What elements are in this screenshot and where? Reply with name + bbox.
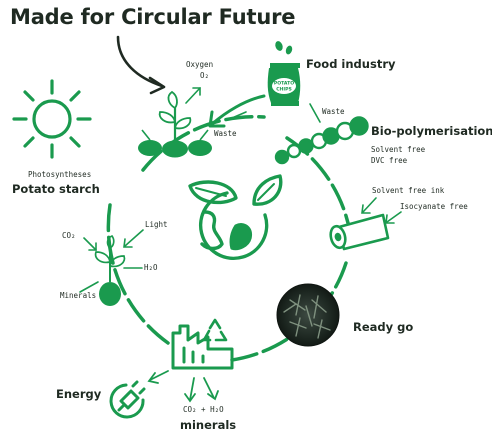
oxygen-label: Oxygen <box>186 60 214 69</box>
waste-arrow-down <box>309 103 321 123</box>
seed-sprout-icon <box>94 234 126 306</box>
recycle-icon <box>202 318 228 342</box>
bio-polymerisation-label: Bio-polymerisation <box>371 124 492 138</box>
h2o-label: H₂O <box>144 263 158 272</box>
oxygen-arrow <box>185 87 201 104</box>
food-industry-label: Food industry <box>306 57 396 71</box>
factory-icon <box>171 324 234 370</box>
plant-icon <box>138 90 212 158</box>
potato-starch-label: Potato starch <box>12 182 100 196</box>
left-plant-arrows <box>79 229 144 293</box>
waste-label-right: Waste <box>322 107 345 116</box>
ready-go-label: Ready go <box>353 320 414 334</box>
microscope-photo <box>276 283 340 347</box>
chips-line2: CHIPS <box>276 87 292 93</box>
waste-label-top: Waste <box>214 129 237 138</box>
polymer-chain-icon <box>274 116 369 165</box>
isocyanate-free-label: Isocyanate free <box>400 202 468 211</box>
factory-arrows <box>147 370 219 403</box>
light-label: Light <box>145 220 168 229</box>
o2-label: O₂ <box>200 71 210 80</box>
chips-line1: POTATO <box>274 81 294 87</box>
waste-arrow-top <box>208 94 266 128</box>
energy-label: Energy <box>56 387 102 401</box>
co2-h2o-label: CO₂ + H₂O <box>183 405 224 414</box>
solvent-free-label: Solvent free <box>371 145 426 154</box>
plug-icon <box>109 380 146 419</box>
film-roll-icon <box>329 213 390 251</box>
sun-icon <box>12 79 92 159</box>
chips-bag-icon: POTATO CHIPS <box>267 41 301 106</box>
leaf-globe-icon <box>188 174 283 260</box>
title-arrow <box>116 35 166 95</box>
page-title: Made for Circular Future <box>10 5 296 29</box>
dvc-free-label: DVC free <box>371 156 408 165</box>
minerals-bottom-label: minerals <box>180 418 237 432</box>
photosyntheses-label: Photosyntheses <box>28 170 92 179</box>
waste-arrow-right <box>231 111 247 119</box>
minerals-label: Minerals <box>60 291 97 300</box>
solvent-free-ink-label: Solvent free ink <box>372 186 445 195</box>
co2-label: CO₂ <box>62 231 76 240</box>
